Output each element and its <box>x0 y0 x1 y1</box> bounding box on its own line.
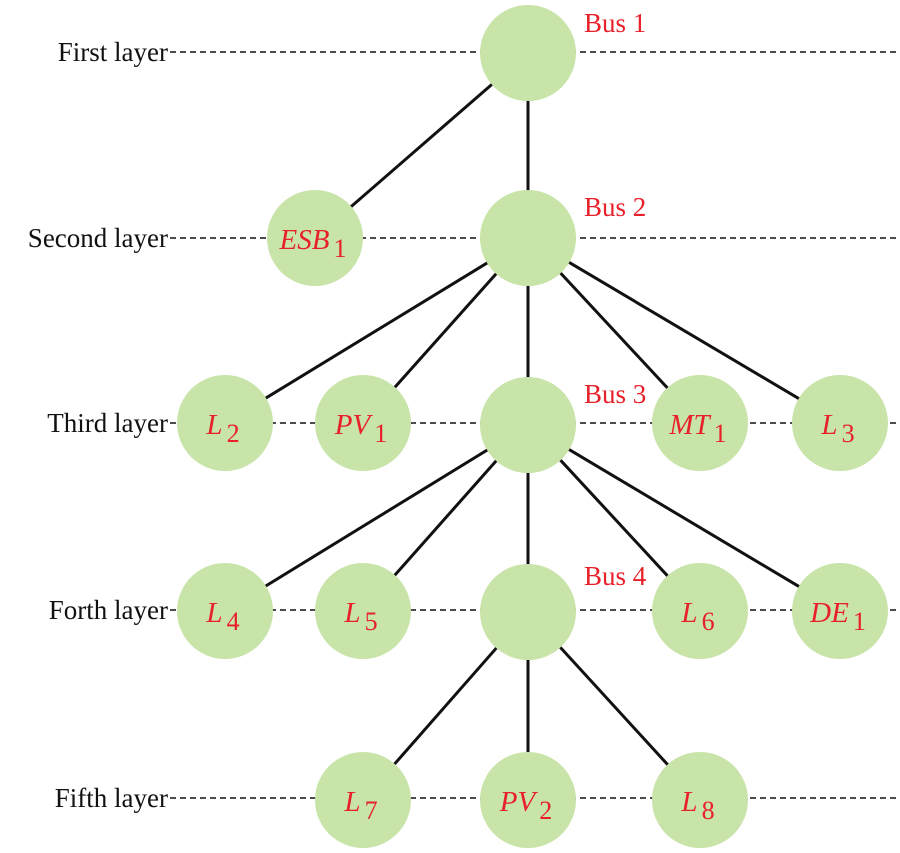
node-label-main: L <box>205 597 222 629</box>
node-l3 <box>792 375 888 471</box>
edge-bus4-l8 <box>556 643 672 769</box>
edge-bus3-l4 <box>261 446 492 590</box>
node-l8 <box>652 752 748 848</box>
bus-label-bus4: Bus 4 <box>584 561 647 591</box>
node-label-main: L <box>205 409 222 441</box>
layer-label-second: Second layer <box>28 223 168 253</box>
edge-bus3-l6 <box>556 456 672 580</box>
node-l6 <box>652 563 748 659</box>
node-label-main: DE <box>809 597 849 629</box>
node-label-sub: 4 <box>227 607 240 636</box>
node-label-sub: 2 <box>227 419 240 448</box>
layer-label-fifth: Fifth layer <box>55 783 168 813</box>
edge-bus2-mt1 <box>556 269 672 392</box>
node-l4 <box>177 563 273 659</box>
bus-label-bus1: Bus 1 <box>584 8 646 38</box>
edge-bus2-pv1 <box>391 269 500 392</box>
node-label-sub: 3 <box>842 419 855 448</box>
node-label-main: PV <box>334 409 374 441</box>
node-label-main: MT <box>668 409 711 441</box>
edges <box>261 80 803 769</box>
node-l7 <box>315 752 411 848</box>
edge-bus4-l7 <box>390 644 501 768</box>
node-pv1 <box>315 375 411 471</box>
node-label-sub: 1 <box>374 419 387 448</box>
node-l2 <box>177 375 273 471</box>
node-de1 <box>792 563 888 659</box>
node-label-sub: 7 <box>365 796 378 825</box>
node-label-main: L <box>680 597 697 629</box>
layer-label-third: Third layer <box>47 408 168 438</box>
edge-bus3-de1 <box>565 446 803 590</box>
node-label-sub: 5 <box>365 607 378 636</box>
node-label-main: PV <box>499 786 539 818</box>
node-label-main: L <box>680 786 697 818</box>
node-label-main: L <box>820 409 837 441</box>
node-bus2 <box>480 190 576 286</box>
node-bus1 <box>480 5 576 101</box>
layer-label-forth: Forth layer <box>49 595 168 625</box>
node-mt1 <box>652 375 748 471</box>
node-label-sub: 8 <box>702 796 715 825</box>
nodes <box>177 5 888 848</box>
edge-bus3-l5 <box>391 456 500 580</box>
edge-bus2-l2 <box>261 259 492 402</box>
node-label-main: ESB <box>279 224 330 256</box>
bus-label-bus3: Bus 3 <box>584 379 646 409</box>
node-esb1 <box>267 190 363 286</box>
node-pv2 <box>480 752 576 848</box>
node-label-sub: 2 <box>539 796 552 825</box>
node-label-main: L <box>343 597 360 629</box>
node-label-sub: 1 <box>714 419 727 448</box>
node-label-main: L <box>343 786 360 818</box>
bus-label-bus2: Bus 2 <box>584 192 646 222</box>
node-label-sub: 1 <box>853 607 866 636</box>
layer-label-first: First layer <box>58 37 168 67</box>
node-bus4 <box>480 564 576 660</box>
node-label-sub: 6 <box>702 607 715 636</box>
node-label-sub: 1 <box>333 234 346 263</box>
edge-bus2-l3 <box>565 259 803 402</box>
node-l5 <box>315 563 411 659</box>
edge-bus1-esb1 <box>347 80 496 211</box>
node-bus3 <box>480 377 576 473</box>
